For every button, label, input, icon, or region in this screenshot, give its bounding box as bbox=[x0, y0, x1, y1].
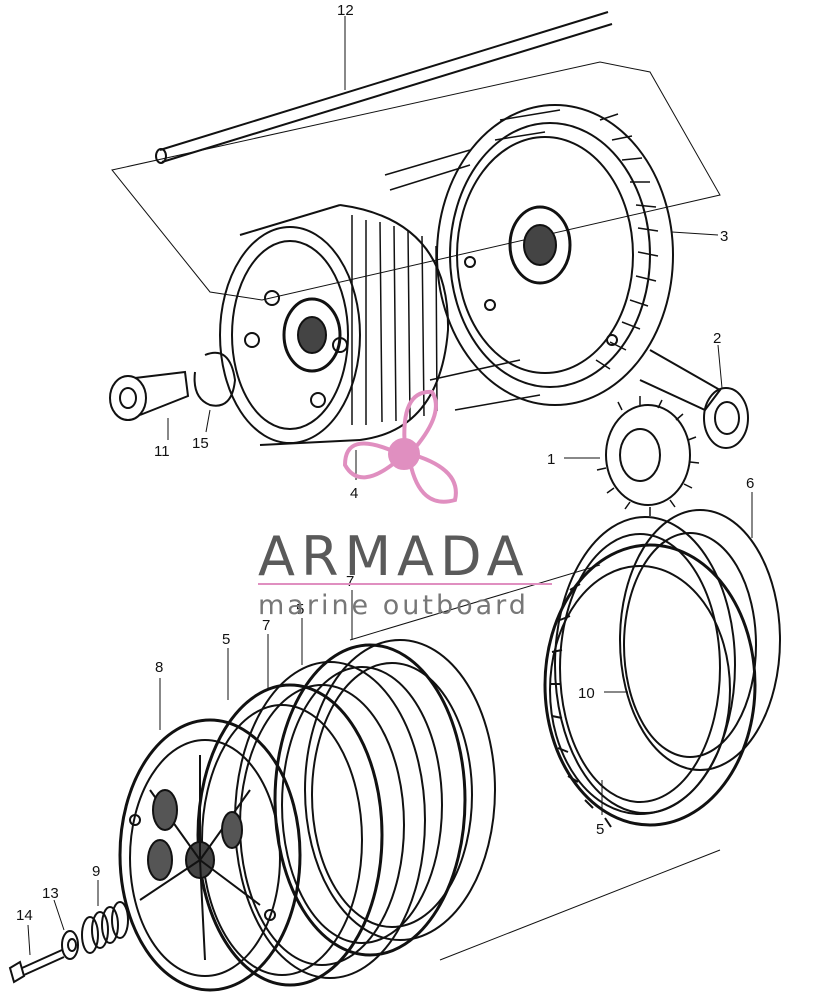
watermark-tagline: marine outboard bbox=[258, 590, 529, 621]
callout-7-left: 7 bbox=[262, 617, 270, 634]
callout-10: 10 bbox=[578, 685, 595, 702]
callout-13: 13 bbox=[42, 885, 59, 902]
callout-11: 11 bbox=[154, 443, 170, 460]
watermark-brand: ARMADA bbox=[258, 525, 530, 588]
callout-7-middle: 7 bbox=[346, 573, 354, 590]
clutch-spring-part bbox=[81, 880, 129, 954]
callout-6: 6 bbox=[746, 475, 754, 492]
left-plate-stack bbox=[196, 564, 721, 987]
washer-part bbox=[53, 899, 79, 960]
callout-14: 14 bbox=[16, 907, 33, 924]
callout-5-right: 5 bbox=[596, 821, 604, 838]
callout-2: 2 bbox=[713, 330, 721, 347]
callout-8: 8 bbox=[155, 659, 163, 676]
callout-12: 12 bbox=[337, 2, 354, 19]
pressure-plate-part bbox=[118, 678, 302, 992]
callout-9: 9 bbox=[92, 863, 100, 880]
callout-3: 3 bbox=[720, 228, 728, 245]
callout-1: 1 bbox=[547, 451, 555, 468]
callout-5-left: 5 bbox=[222, 631, 230, 648]
armada-watermark: ARMADA marine outboard bbox=[258, 389, 552, 621]
pushrod-part bbox=[111, 11, 721, 301]
propeller-icon bbox=[342, 389, 458, 504]
bolt-part bbox=[8, 924, 65, 984]
clutch-outer-basket bbox=[384, 104, 722, 412]
right-plate-group bbox=[543, 492, 781, 828]
snap-ring-part bbox=[193, 351, 237, 433]
callout-4: 4 bbox=[350, 485, 358, 502]
callout-15: 15 bbox=[192, 435, 209, 452]
callout-labels: 12 3 2 1 11 15 4 6 8 5 7 5 7 10 5 9 13 1… bbox=[16, 2, 754, 924]
primary-gear-part bbox=[564, 396, 700, 516]
clutch-center-hub bbox=[219, 204, 450, 480]
thrust-washer-part bbox=[703, 344, 749, 449]
callout-5-middle: 5 bbox=[296, 601, 304, 618]
collar-part bbox=[109, 370, 190, 440]
